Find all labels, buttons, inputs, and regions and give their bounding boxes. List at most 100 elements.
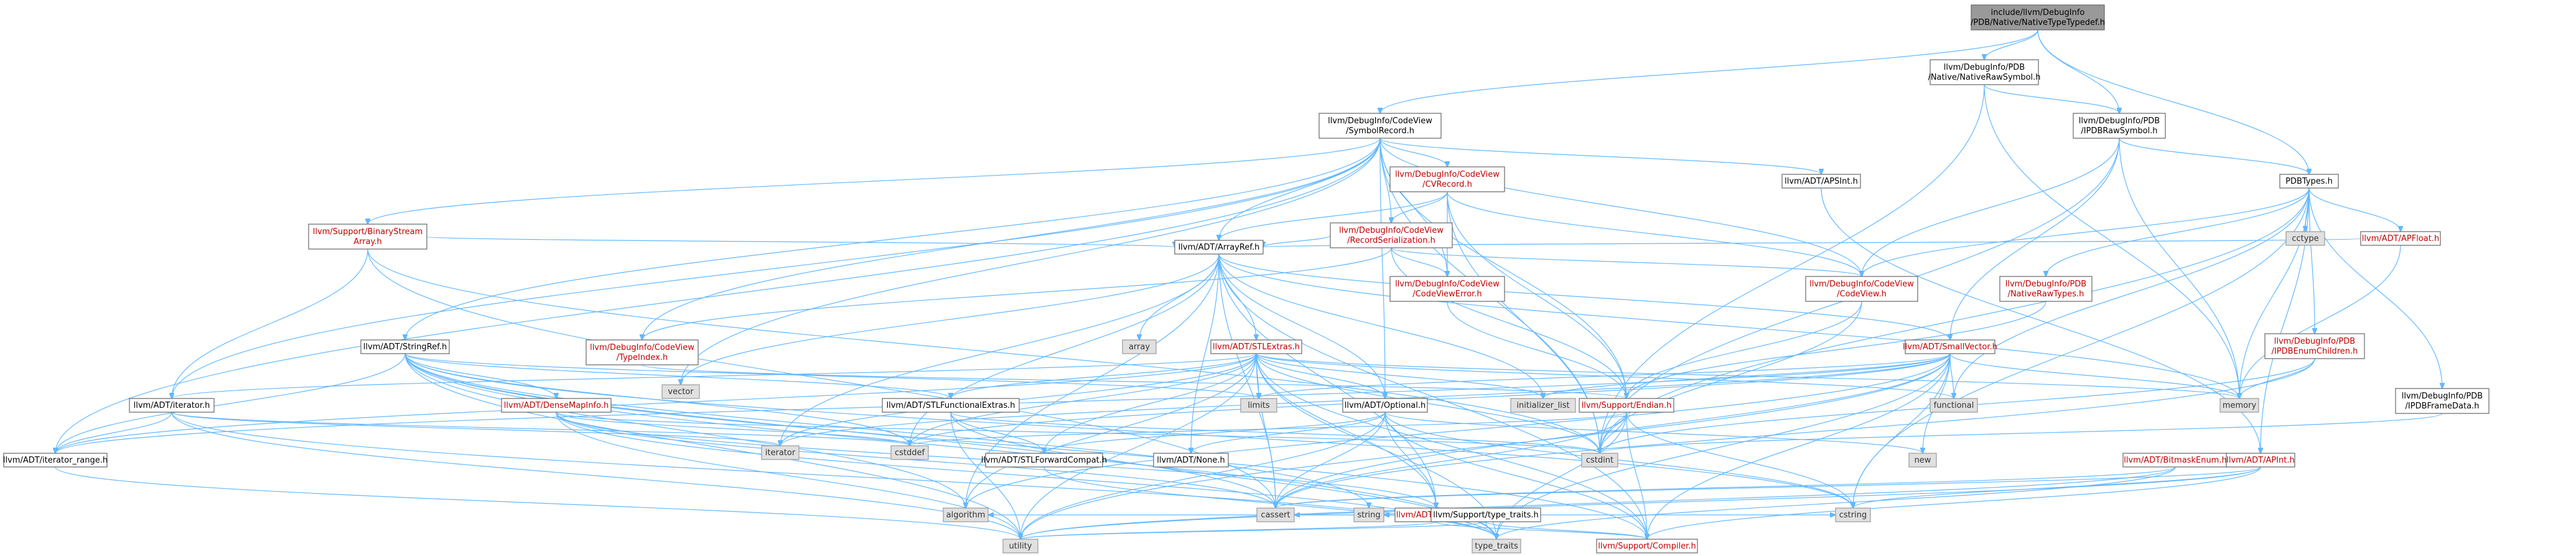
node-box (1002, 539, 1038, 554)
node-utility: utility (1002, 539, 1038, 554)
node-box (890, 445, 929, 460)
node-box (1153, 453, 1229, 468)
edge-endian-to-cstring (1626, 412, 1853, 508)
edge-pdbt-to-memory (2239, 187, 2310, 398)
node-bitmask[interactable]: llvm/ADT/BitmaskEnum.h (2122, 453, 2228, 468)
node-stringref[interactable]: llvm/ADT/StringRef.h (360, 339, 450, 354)
edge-enumch-to-memory (2239, 358, 2315, 398)
node-cstddef: cstddef (890, 445, 929, 460)
node-raw[interactable]: llvm/DebugInfo/PDB/Native/NativeRawSymbo… (1928, 59, 2041, 85)
edge-ipdb-to-memory (2119, 138, 2239, 398)
node-box (1999, 276, 2093, 302)
edge-sym-to-stringref (405, 138, 1381, 340)
node-compiler[interactable]: llvm/Support/Compiler.h (1596, 539, 1698, 554)
node-label: llvm/ADT/Optional.h (1345, 401, 1426, 410)
edge-pdbt-to-cv (1862, 187, 2310, 276)
node-cassert: cassert (1256, 507, 1295, 522)
node-stlextras[interactable]: llvm/ADT/STLExtras.h (1210, 339, 1302, 354)
node-cstring: cstring (1835, 507, 1871, 522)
node-box (1579, 398, 1674, 413)
node-algorithm: algorithm (943, 507, 989, 522)
node-box (943, 507, 989, 522)
node-stlfe[interactable]: llvm/ADT/STLFunctionalExtras.h (882, 398, 1020, 413)
edge-cverr-to-endian (1447, 301, 1626, 398)
node-box (2360, 231, 2441, 246)
node-recser[interactable]: llvm/DebugInfo/CodeView/RecordSerializat… (1330, 222, 1453, 248)
edge-hashing-to-compiler (1435, 521, 1647, 539)
edge-stringref-to-iterrange (55, 353, 406, 453)
edge-stlextras-to-utility (1020, 353, 1257, 539)
node-iterator[interactable]: llvm/ADT/iterator.h (129, 398, 215, 413)
edge-pdbt-to-enumch (2308, 187, 2315, 334)
node-apsint[interactable]: llvm/ADT/APSInt.h (1781, 174, 1861, 189)
node-label: /IPDBEnumChildren.h (2272, 347, 2358, 356)
edge-smallvec-to-memory (1949, 353, 2239, 398)
node-optional[interactable]: llvm/ADT/Optional.h (1342, 398, 1428, 413)
node-apfloat[interactable]: llvm/ADT/APFloat.h (2360, 231, 2441, 246)
node-ipdb[interactable]: llvm/DebugInfo/PDB/IPDBRawSymbol.h (2073, 113, 2166, 139)
edge-smallvec-to-cstddef (910, 353, 1951, 446)
edge-cvrec-to-cstdint (1447, 191, 1600, 453)
edge-densemapinfo-to-cstddef (556, 412, 910, 446)
node-densemapinfo[interactable]: llvm/ADT/DenseMapInfo.h (501, 398, 612, 413)
edge-pdbt-to-apint (2261, 187, 2310, 453)
edge-stringref-to-utility (404, 353, 1020, 539)
node-initlist: initializer_list (1510, 398, 1576, 413)
edge-stlextras-to-initlist (1256, 353, 1543, 398)
node-label: llvm/ADT/iterator.h (134, 401, 210, 410)
edge-root-to-pdbt (2037, 29, 2309, 174)
node-apint[interactable]: llvm/ADT/APInt.h (2226, 453, 2295, 468)
node-root[interactable]: include/llvm/DebugInfo/PDB/Native/Native… (1971, 4, 2105, 31)
node-none[interactable]: llvm/ADT/None.h (1153, 453, 1229, 468)
node-cv[interactable]: llvm/DebugInfo/CodeView/CodeView.h (1805, 276, 1918, 302)
node-nrt[interactable]: llvm/DebugInfo/PDB/NativeRawTypes.h (1999, 276, 2093, 302)
node-label: type_traits (1475, 542, 1518, 551)
node-endian[interactable]: llvm/Support/Endian.h (1579, 398, 1674, 413)
node-label: /CodeViewError.h (1412, 290, 1482, 299)
edge-ipdb-to-pdbt (2119, 138, 2309, 174)
edge-stlextras-to-cstddef (910, 353, 1257, 446)
node-label: cstdint (1586, 456, 1613, 465)
node-sym[interactable]: llvm/DebugInfo/CodeView/SymbolRecord.h (1318, 113, 1442, 139)
node-box (1389, 276, 1505, 302)
node-box (1122, 339, 1157, 354)
node-cstdint: cstdint (1581, 453, 1618, 468)
node-arrayref[interactable]: llvm/ADT/ArrayRef.h (1174, 240, 1264, 255)
edge-optional-to-utility (1020, 412, 1386, 539)
edge-bitmask-to-cassert (1276, 466, 2176, 508)
node-label: llvm/ADT/ArrayRef.h (1178, 243, 1260, 252)
node-label: llvm/Support/type_traits.h (1433, 511, 1539, 520)
node-cvrec[interactable]: llvm/DebugInfo/CodeView/CVRecord.h (1389, 166, 1505, 192)
node-smallvec[interactable]: llvm/ADT/SmallVector.h (1903, 339, 1997, 354)
node-box (1596, 539, 1698, 554)
node-box (1430, 507, 1541, 522)
node-pdbt[interactable]: PDBTypes.h (2279, 174, 2339, 189)
node-label: PDBTypes.h (2285, 177, 2333, 186)
node-framedata[interactable]: llvm/DebugInfo/PDB/IPDBFrameData.h (2395, 388, 2490, 414)
node-new: new (1908, 453, 1937, 468)
node-label: llvm/Support/BinaryStream (313, 227, 423, 237)
edge-arrayref-to-iteratorstd (780, 253, 1220, 446)
node-cverr[interactable]: llvm/DebugInfo/CodeView/CodeViewError.h (1389, 276, 1505, 302)
node-box (1908, 453, 1937, 468)
node-label: llvm/DebugInfo/PDB (2274, 337, 2355, 346)
node-box (661, 384, 700, 399)
node-typetraitsh[interactable]: llvm/Support/type_traits.h (1430, 507, 1541, 522)
edge-optional-to-hashing (1384, 412, 1436, 508)
node-box (129, 398, 215, 413)
dependency-nodes: include/llvm/DebugInfo/PDB/Native/Native… (3, 4, 2490, 554)
node-enumch[interactable]: llvm/DebugInfo/PDB/IPDBEnumChildren.h (2264, 333, 2365, 359)
edge-smallvec-to-algorithm (966, 353, 1951, 508)
node-stlfwd[interactable]: llvm/ADT/STLForwardCompat.h (981, 453, 1107, 468)
edge-root-to-sym (1380, 29, 2038, 113)
node-label: llvm/ADT/None.h (1157, 456, 1225, 465)
node-iterrange[interactable]: llvm/ADT/iterator_range.h (3, 453, 108, 468)
node-box (1472, 539, 1521, 554)
edge-bitmask-to-typetraits (1496, 466, 2176, 539)
node-label: memory (2223, 401, 2257, 410)
node-typeindex[interactable]: llvm/DebugInfo/CodeView/TypeIndex.h (586, 339, 699, 365)
edge-typetraitsh-to-compiler (1485, 521, 1647, 539)
node-box (1971, 4, 2105, 31)
